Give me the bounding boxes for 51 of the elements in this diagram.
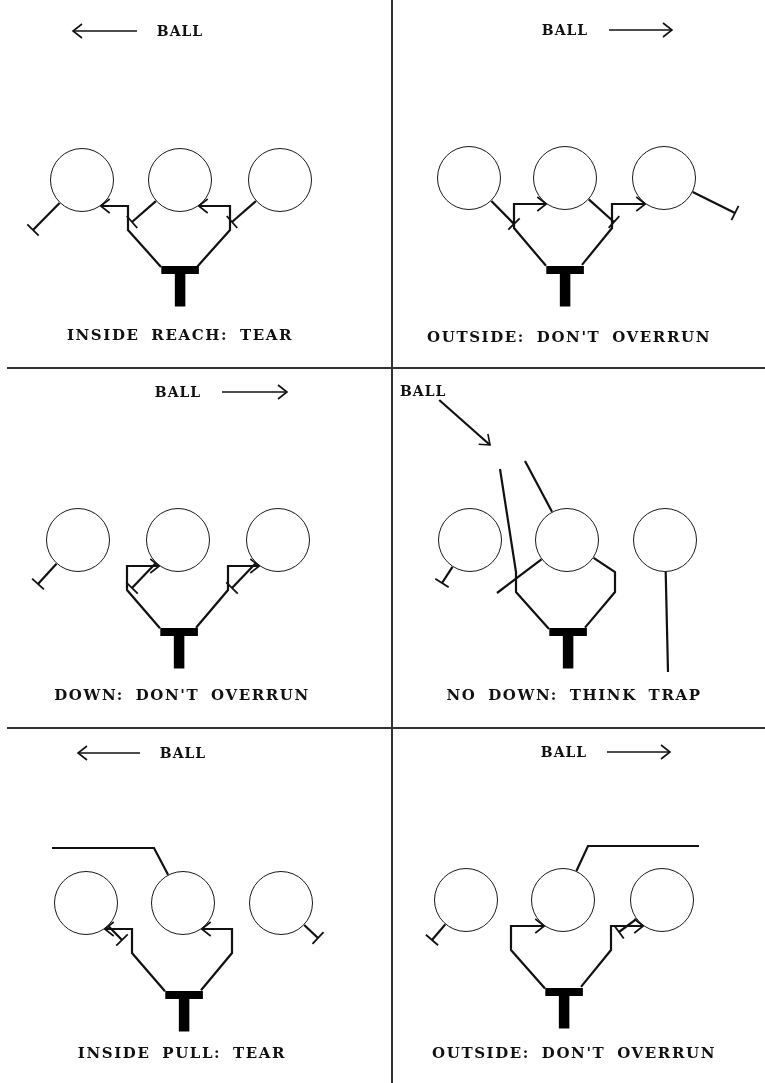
path-line <box>52 846 170 876</box>
block-line <box>31 562 58 591</box>
ball-label: BALL <box>400 382 447 400</box>
block-line <box>125 562 157 595</box>
player-marker: T <box>549 625 585 673</box>
block-line <box>225 200 257 229</box>
arrow <box>512 196 548 267</box>
block-line <box>692 191 740 222</box>
path-line <box>664 571 670 673</box>
block-line <box>434 566 454 589</box>
play-caption: OUTSIDE: DON'T OVERRUN <box>427 328 711 346</box>
arrow <box>509 918 546 990</box>
player-circle <box>249 871 313 935</box>
block-line <box>26 202 61 237</box>
player-marker: T <box>165 988 201 1036</box>
path-line <box>498 468 550 630</box>
arrow <box>103 921 166 992</box>
arrow <box>195 558 261 629</box>
player-marker: T <box>161 263 197 311</box>
arrow <box>581 196 647 266</box>
block-line <box>425 923 447 947</box>
block-line <box>125 200 157 229</box>
arrow <box>196 198 232 268</box>
arrow <box>200 921 234 991</box>
player-marker: T <box>546 263 582 311</box>
ball-label: BALL <box>154 383 202 401</box>
block-line <box>303 924 325 945</box>
ball-label: BALL <box>159 744 207 762</box>
ball-label: BALL <box>156 22 204 40</box>
block-line <box>613 918 637 940</box>
block-line <box>225 562 257 595</box>
path-line <box>496 558 543 594</box>
arrow <box>438 399 491 446</box>
ball-label: BALL <box>540 743 588 761</box>
block-line <box>107 925 129 947</box>
path-line <box>584 556 617 629</box>
path-line <box>524 460 553 513</box>
block-line <box>490 200 521 231</box>
player-marker: T <box>160 625 196 673</box>
path-line <box>575 844 699 872</box>
arrow <box>125 558 161 629</box>
play-caption: INSIDE PULL: TEAR <box>77 1044 287 1062</box>
block-line <box>588 198 621 229</box>
arrow <box>99 198 162 268</box>
play-caption: DOWN: DON'T OVERRUN <box>54 686 310 704</box>
ball-label: BALL <box>541 21 589 39</box>
player-marker: T <box>545 985 581 1033</box>
arrow <box>580 918 645 988</box>
play-caption: INSIDE REACH: TEAR <box>66 326 294 344</box>
play-caption: NO DOWN: THINK TRAP <box>446 686 702 704</box>
play-caption: OUTSIDE: DON'T OVERRUN <box>432 1044 716 1062</box>
